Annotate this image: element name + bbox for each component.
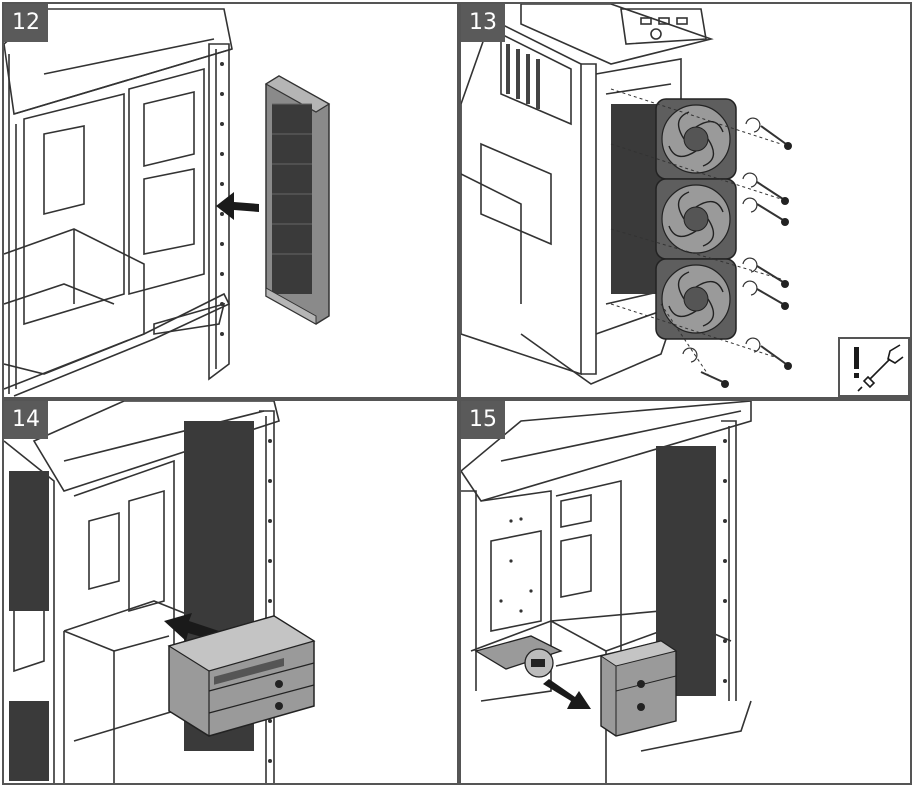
tool-callout: [838, 337, 910, 397]
ssd-tray: [476, 636, 561, 677]
screwdriver-caution-icon: [840, 339, 908, 395]
step-panel-12: 12: [2, 2, 459, 399]
drive-cage-install-illustration: [4, 401, 459, 785]
step-number-badge: 15: [461, 401, 505, 439]
step-panel-15: 15: [459, 399, 912, 785]
step-number-badge: 13: [461, 4, 505, 42]
step-panel-13: 13: [459, 2, 912, 399]
step-number-badge: 14: [4, 401, 48, 439]
step-number-badge: 12: [4, 4, 48, 42]
ssd-tray-remove-illustration: [461, 401, 912, 785]
step-panel-14: 14: [2, 399, 459, 785]
fan-stack: [656, 99, 736, 339]
radiator-install-illustration: [4, 4, 459, 399]
